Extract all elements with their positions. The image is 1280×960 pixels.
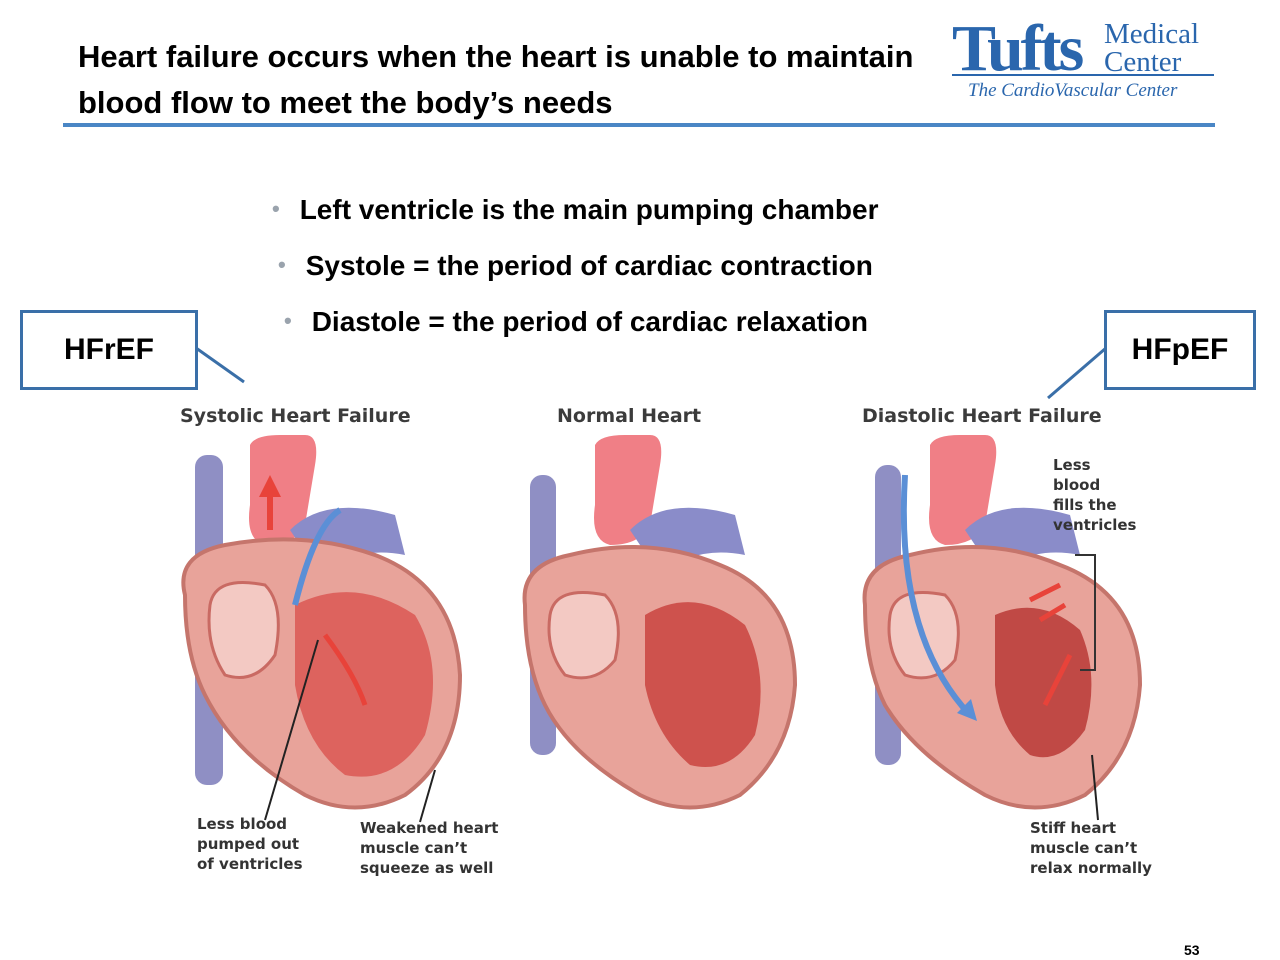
red-flow-arrow-3 (1042, 653, 1073, 707)
right-atrium-shape (207, 581, 280, 679)
annotation-bracket (1075, 554, 1096, 671)
bullet-item: • Systole = the period of cardiac contrac… (278, 250, 873, 282)
connector-line-left (195, 346, 245, 384)
bullet-text: Systole = the period of cardiac contract… (305, 250, 873, 281)
bullet-dot-icon: • (284, 308, 292, 333)
logo-line-center: Center (1104, 46, 1182, 78)
blue-arrowhead (957, 699, 977, 721)
red-arrowhead (259, 475, 281, 497)
annotation-less-blood-fills: Less blood fills the ventricles (1053, 456, 1137, 534)
leader-line (1091, 754, 1099, 821)
left-ventricle-shape (645, 602, 761, 767)
logo-subtitle: The CardioVascular Center (968, 80, 1178, 101)
bullet-dot-icon: • (272, 196, 280, 221)
bullet-item: • Left ventricle is the main pumping cham… (272, 194, 879, 226)
red-flow-arrow-2 (322, 633, 368, 706)
leader-line (419, 769, 436, 823)
bullet-text: Left ventricle is the main pumping chamb… (299, 194, 879, 225)
annotation-less-blood-pumped: Less blood pumped out of ventricles (197, 815, 303, 873)
tufts-logo: Tufts Medical Center The CardioVascular … (948, 12, 1218, 108)
red-flow-arrow (1028, 582, 1062, 603)
page-number: 53 (1184, 942, 1200, 958)
figure-label-normal: Normal Heart (557, 405, 702, 427)
bullet-item: • Diastole = the period of cardiac relaxa… (284, 306, 868, 338)
red-flow-arrow-2 (1038, 602, 1067, 623)
logo-line-medical: Medical (1104, 18, 1200, 50)
figure-label-diastolic: Diastolic Heart Failure (862, 405, 1102, 427)
title-divider (63, 123, 1215, 127)
leader-line (264, 639, 319, 821)
aorta-shape (249, 435, 317, 545)
normal-heart-illustration (522, 435, 798, 810)
bullet-text: Diastole = the period of cardiac relaxat… (311, 306, 868, 337)
logo-divider (952, 74, 1214, 76)
aorta-shape (594, 435, 662, 545)
slide-title: Heart failure occurs when the heart is u… (78, 39, 914, 120)
diastolic-heart-illustration (862, 435, 1143, 810)
blue-flow-arrow (292, 507, 342, 606)
blue-flow-arrow (900, 474, 973, 718)
right-atrium-shape (547, 591, 620, 680)
callout-hfref: HFrEF (20, 310, 198, 390)
logo-name: Medical Center (1104, 18, 1200, 78)
figure-label-systolic: Systolic Heart Failure (180, 405, 411, 427)
logo-wordmark: Tufts (952, 12, 1084, 85)
aorta-shape (929, 435, 997, 545)
connector-line-right (1047, 346, 1107, 400)
bullet-dot-icon: • (278, 252, 286, 277)
systolic-heart-illustration (181, 435, 463, 810)
annotation-weakened-muscle: Weakened heart muscle can’t squeeze as w… (360, 819, 499, 877)
left-ventricle-shape (995, 607, 1092, 758)
annotation-stiff-muscle: Stiff heart muscle can’t relax normally (1030, 819, 1152, 877)
